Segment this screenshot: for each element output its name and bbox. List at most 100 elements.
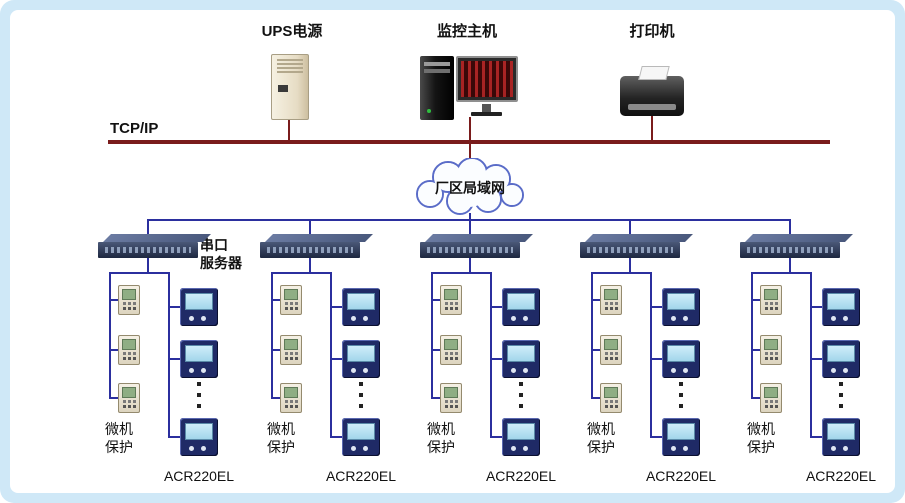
tcpip-label: TCP/IP (110, 120, 159, 137)
cloud-label: 厂区局域网 (435, 180, 505, 196)
host-label: 监控主机 (436, 23, 497, 40)
stub-line (273, 299, 280, 301)
branch-drop-line (147, 219, 149, 243)
protect-label: 微机 保护 (561, 420, 641, 456)
ups-connector-line (288, 120, 290, 141)
connector-line (751, 272, 812, 274)
relay-bus-line (109, 272, 111, 399)
serial-server-icon (740, 242, 840, 258)
protect-label: 微机 保护 (721, 420, 801, 456)
protection-relay-icon (280, 285, 302, 315)
protection-relay-icon (760, 335, 782, 365)
meter-model-label: ACR220EL (805, 468, 877, 484)
acr-meter-icon (180, 418, 218, 456)
serial-server-icon (260, 242, 360, 258)
acr-meter-icon (662, 418, 700, 456)
acr-meter-icon (822, 418, 860, 456)
acr-meter-icon (180, 340, 218, 378)
stub-line (170, 436, 180, 438)
acr-meter-icon (822, 288, 860, 326)
connector-line (591, 272, 652, 274)
stub-line (652, 436, 662, 438)
acr-meter-icon (822, 340, 860, 378)
meter-bus-line (650, 272, 652, 438)
stub-line (433, 299, 440, 301)
relay-bus-line (271, 272, 273, 399)
branch-drop-line (309, 219, 311, 243)
protect-label-line1: 微机 (105, 421, 133, 437)
stub-line (273, 397, 280, 399)
meter-model-label: ACR220EL (645, 468, 717, 484)
acr-meter-icon (342, 340, 380, 378)
protection-relay-icon (440, 285, 462, 315)
protection-relay-icon (118, 335, 140, 365)
stub-line (273, 349, 280, 351)
monitor-stand-base (471, 112, 502, 116)
protect-label-line2: 保护 (747, 439, 775, 455)
meter-model-label: ACR220EL (325, 468, 397, 484)
stub-line (111, 397, 118, 399)
host-connector-line (469, 117, 471, 141)
monitor-stand (482, 104, 491, 112)
ellipsis-dots (197, 382, 201, 410)
lan-cloud: 厂区局域网 (408, 158, 532, 216)
tcpip-bus-line (108, 140, 830, 144)
protect-label: 微机 保护 (79, 420, 159, 456)
stub-line (433, 349, 440, 351)
protect-label-line1: 微机 (587, 421, 615, 437)
branch-group-4: 微机 保护 ACR220EL (550, 230, 716, 492)
serial-server-icon (580, 242, 680, 258)
acr-meter-icon (342, 288, 380, 326)
protection-relay-icon (760, 383, 782, 413)
stub-line (753, 299, 760, 301)
stub-line (492, 358, 502, 360)
protection-relay-icon (118, 285, 140, 315)
connector-line (629, 258, 631, 272)
relay-bus-line (431, 272, 433, 399)
stub-line (492, 306, 502, 308)
cloud-drop-line (469, 213, 471, 221)
stub-line (652, 358, 662, 360)
protection-relay-icon (440, 383, 462, 413)
printer-connector-line (651, 116, 653, 141)
bus-to-cloud-line (469, 144, 471, 164)
branch-drop-line (789, 219, 791, 243)
ellipsis-dots (839, 382, 843, 410)
protect-label-line2: 保护 (587, 439, 615, 455)
protection-relay-icon (600, 335, 622, 365)
ellipsis-dots (519, 382, 523, 410)
meter-bus-line (810, 272, 812, 438)
ellipsis-dots (679, 382, 683, 410)
printer-label: 打印机 (629, 23, 675, 40)
acr-meter-icon (662, 288, 700, 326)
printer-icon (620, 76, 684, 116)
branch-drop-line (629, 219, 631, 243)
protection-relay-icon (760, 285, 782, 315)
meter-model-label: ACR220EL (163, 468, 235, 484)
protect-label-line1: 微机 (427, 421, 455, 437)
acr-meter-icon (342, 418, 380, 456)
protect-label-line1: 微机 (267, 421, 295, 437)
stub-line (593, 299, 600, 301)
branch-group-2: 微机 保护 ACR220EL (230, 230, 396, 492)
serial-server-icon (420, 242, 520, 258)
stub-line (332, 358, 342, 360)
stub-line (111, 299, 118, 301)
protection-relay-icon (280, 383, 302, 413)
serial-server-label: 串口 服务器 (200, 236, 270, 272)
host-tower-icon (420, 56, 454, 120)
branch-drop-line (469, 219, 471, 243)
acr-meter-icon (502, 340, 540, 378)
stub-line (593, 349, 600, 351)
acr-meter-icon (502, 288, 540, 326)
stub-line (652, 306, 662, 308)
connector-line (109, 272, 170, 274)
branch-group-1: 微机 保护 ACR220EL (68, 230, 234, 492)
protect-label-line2: 保护 (427, 439, 455, 455)
connector-line (147, 258, 149, 272)
stub-line (753, 397, 760, 399)
connector-line (271, 272, 332, 274)
connector-line (309, 258, 311, 272)
acr-meter-icon (180, 288, 218, 326)
